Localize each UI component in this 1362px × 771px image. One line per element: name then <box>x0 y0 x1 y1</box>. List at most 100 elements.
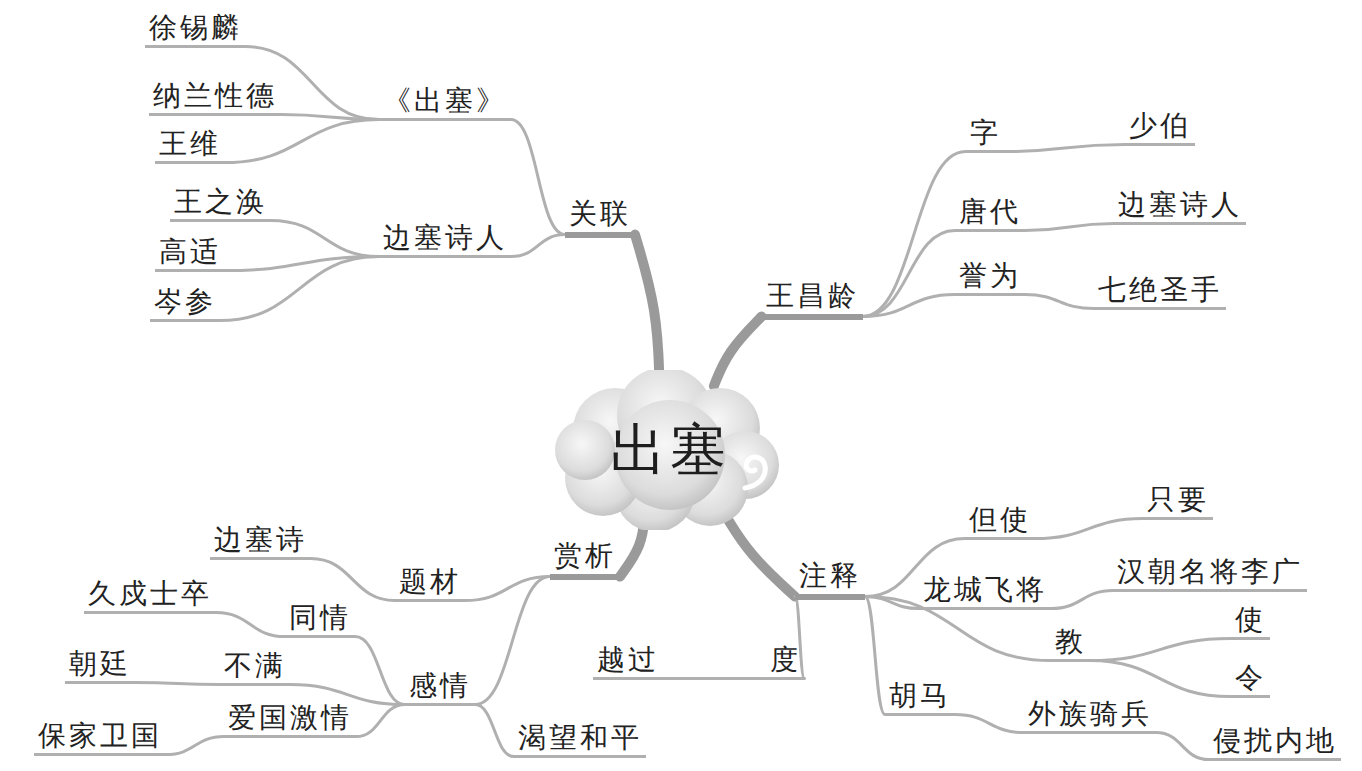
sub-topic: 唐代 <box>955 196 1025 232</box>
topic-text: 使 <box>1235 604 1266 636</box>
topic-text: 侵扰内地 <box>1213 725 1337 757</box>
sub-topic: 《出塞》 <box>379 85 511 121</box>
topic-text: 关联 <box>569 198 631 230</box>
topic-text: 爱国激情 <box>228 702 352 734</box>
topic-text: 七绝圣手 <box>1098 274 1222 306</box>
sub-topic: 高适 <box>155 236 225 272</box>
sub-branch <box>465 577 550 601</box>
sub-topic: 渴望和平 <box>514 722 646 758</box>
cloud-swirl <box>745 457 765 488</box>
topic-text: 同情 <box>289 602 351 634</box>
sub-topic: 边塞诗人 <box>1114 189 1246 225</box>
topic-text: 岑参 <box>154 286 216 318</box>
sub-topic: 教 <box>1051 626 1090 662</box>
sub-topic: 同情 <box>285 602 355 638</box>
topic-text: 不满 <box>224 650 286 682</box>
topic-text: 唐代 <box>959 196 1021 228</box>
topic-text: 令 <box>1235 662 1266 694</box>
sub-topic: 胡马 <box>885 680 955 716</box>
sub-topic: 久戍士卒 <box>84 578 216 614</box>
sub-topic: 侵扰内地 <box>1209 725 1341 761</box>
sub-branch <box>220 257 379 321</box>
sub-topic: 外族骑兵 <box>1024 698 1156 734</box>
sub-topic: 誉为 <box>955 260 1025 296</box>
sub-branch <box>865 597 885 715</box>
sub-topic: 王维 <box>155 128 225 164</box>
sub-branch <box>1035 519 1143 539</box>
central-cloud: 出塞 <box>545 370 795 530</box>
sub-topic: 朝廷 <box>65 648 135 684</box>
sub-topic: 纳兰性德 <box>149 80 281 116</box>
sub-branch <box>216 613 285 637</box>
topic-text: 边塞诗人 <box>383 222 507 254</box>
sub-branch <box>311 559 396 601</box>
sub-topic: 保家卫国 <box>34 720 166 756</box>
sub-topic: 不满 <box>220 650 290 686</box>
topic-text: 王之涣 <box>174 186 267 218</box>
sub-branch <box>511 235 565 257</box>
sub-branch <box>863 231 956 317</box>
topic-text: 胡马 <box>889 680 951 712</box>
sub-topic: 爱国激情 <box>224 702 356 738</box>
sub-branch <box>955 715 1024 733</box>
sub-branch <box>865 597 1051 661</box>
main-branch-topic: 注释 <box>795 560 865 599</box>
topic-text: 但使 <box>969 504 1031 536</box>
main-branch-topic: 王昌龄 <box>762 280 863 319</box>
topic-text: 高适 <box>159 236 221 268</box>
topic-text: 教 <box>1055 626 1086 658</box>
topic-text: 感情 <box>409 670 471 702</box>
topic-text: 保家卫国 <box>38 720 162 752</box>
sub-branch <box>225 120 379 163</box>
topic-text: 度 <box>770 644 801 676</box>
topic-text: 字 <box>970 117 1001 149</box>
sub-branch <box>1090 661 1231 697</box>
topic-text: 《出塞》 <box>383 85 507 117</box>
sub-topic: 度 <box>766 644 805 680</box>
topic-text: 龙城飞将 <box>923 574 1047 606</box>
main-branch-topic: 关联 <box>565 198 635 237</box>
sub-topic: 字 <box>966 117 1005 153</box>
sub-branch <box>355 637 405 705</box>
sub-branch <box>863 295 956 317</box>
sub-topic: 只要 <box>1143 484 1213 520</box>
sub-topic: 边塞诗人 <box>379 222 511 258</box>
sub-branch <box>166 737 224 755</box>
sub-topic: 但使 <box>965 504 1035 540</box>
sub-topic: 七绝圣手 <box>1094 274 1226 310</box>
sub-topic: 使 <box>1231 604 1270 640</box>
sub-topic: 汉朝名将李广 <box>1113 556 1307 592</box>
sub-topic: 龙城飞将 <box>919 574 1051 610</box>
sub-branch <box>475 705 514 757</box>
sub-topic: 王之涣 <box>170 186 271 222</box>
sub-branch <box>1156 733 1209 760</box>
sub-branch <box>1005 145 1126 152</box>
sub-topic: 越过 <box>593 644 663 680</box>
sub-branch <box>135 683 220 685</box>
topic-text: 题材 <box>399 566 461 598</box>
sub-branch <box>511 120 565 235</box>
sub-branch <box>1090 639 1231 661</box>
topic-text: 王昌龄 <box>766 280 859 312</box>
topic-text: 朝廷 <box>69 648 131 680</box>
sub-branch <box>1025 295 1094 309</box>
topic-text: 边塞诗 <box>214 524 307 556</box>
topic-text: 注释 <box>799 560 861 592</box>
sub-topic: 徐锡麟 <box>145 12 246 48</box>
main-branch <box>714 317 762 386</box>
topic-text: 少伯 <box>1129 110 1191 142</box>
topic-text: 汉朝名将李广 <box>1117 556 1303 588</box>
topic-text: 纳兰性德 <box>153 80 277 112</box>
main-branch <box>635 235 660 386</box>
topic-text: 徐锡麟 <box>149 12 242 44</box>
topic-text: 越过 <box>597 644 659 676</box>
sub-branch <box>271 221 380 257</box>
sub-topic: 题材 <box>395 566 465 602</box>
sub-branch <box>1025 224 1114 231</box>
topic-text: 赏析 <box>554 540 616 572</box>
topic-text: 出塞 <box>545 418 795 482</box>
sub-branch <box>863 152 966 317</box>
sub-topic: 令 <box>1231 662 1270 698</box>
topic-text: 只要 <box>1147 484 1209 516</box>
